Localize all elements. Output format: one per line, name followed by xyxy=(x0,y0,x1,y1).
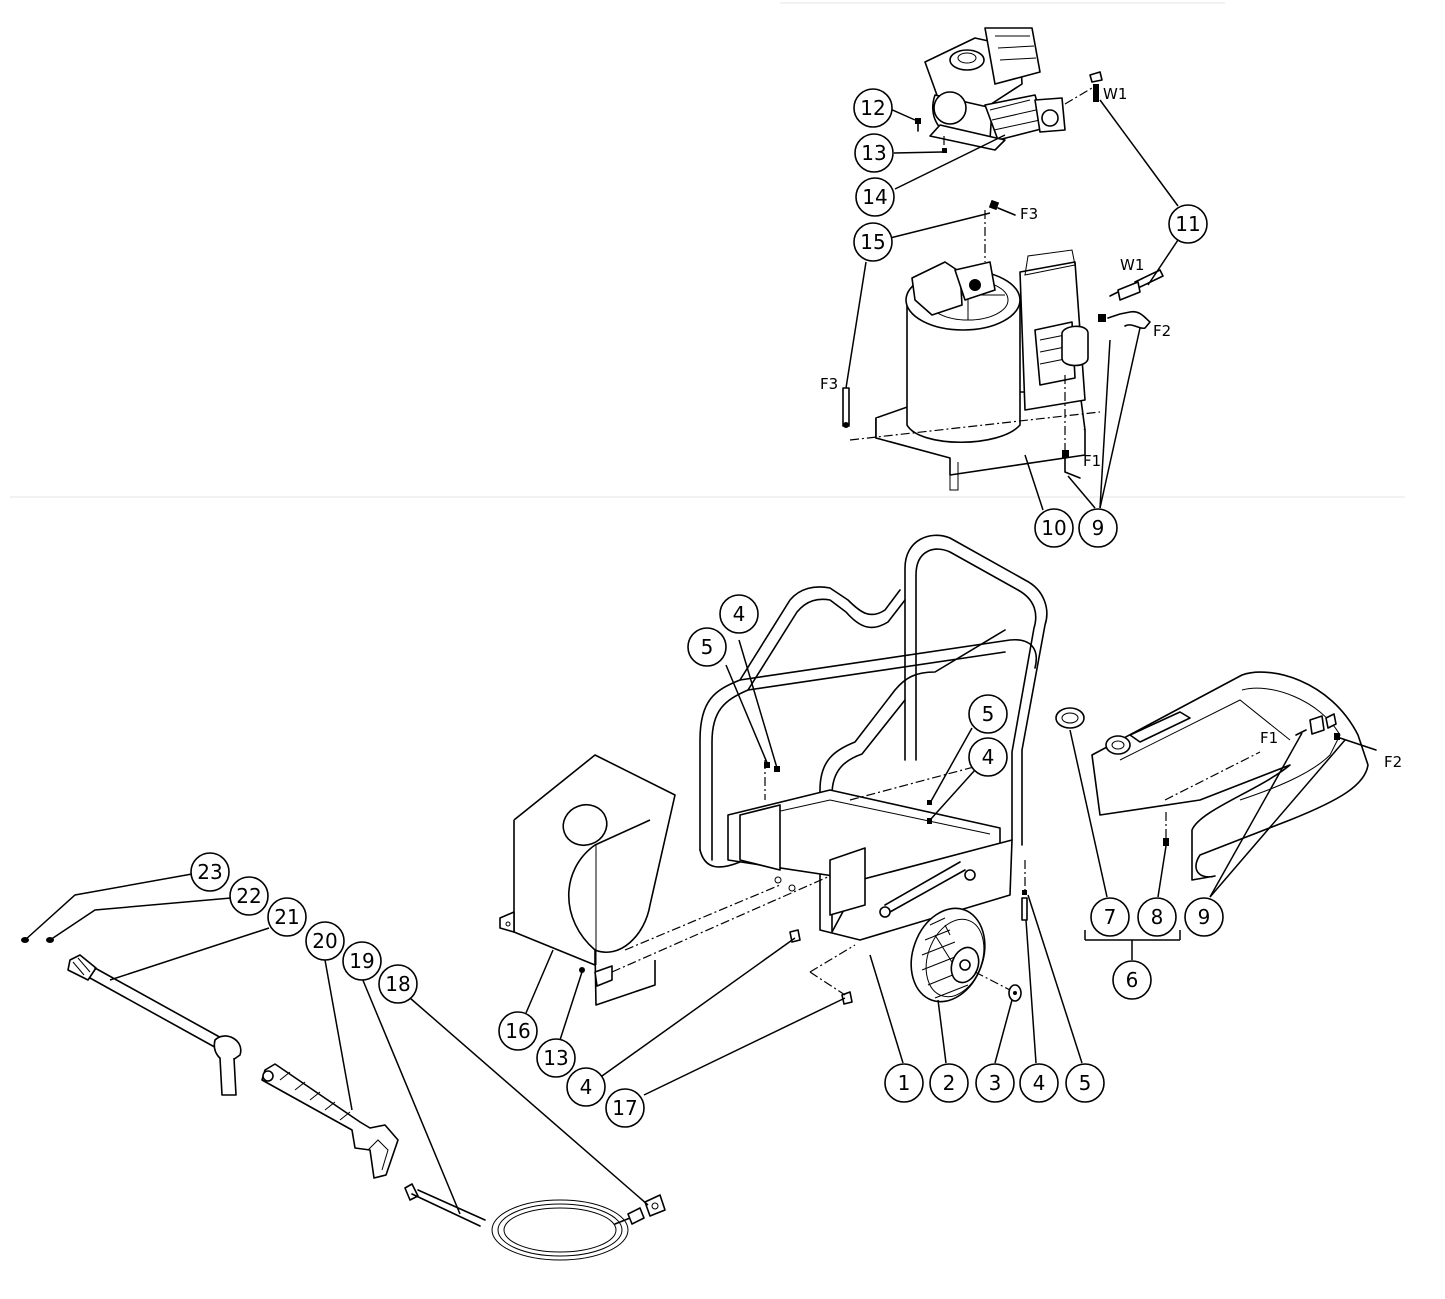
wheel-cap-3 xyxy=(1008,984,1022,1002)
engine-pump-assembly xyxy=(924,27,1093,151)
balloon-4-upper-left: 4 xyxy=(719,594,759,634)
tag-f3-left: F3 xyxy=(820,375,838,393)
balloon-label: 6 xyxy=(1126,968,1139,992)
balloon-5-upper-left: 5 xyxy=(687,627,727,667)
guard-cover xyxy=(499,754,831,1006)
balloon-label: 19 xyxy=(349,949,374,973)
heater-tank xyxy=(905,261,1021,444)
balloon-label: 10 xyxy=(1041,516,1066,540)
balloon-label: 2 xyxy=(943,1071,956,1095)
balloon-label: 7 xyxy=(1104,905,1117,929)
balloon-4-upper-right: 4 xyxy=(968,737,1008,777)
balloon-3: 3 xyxy=(975,1063,1015,1103)
tag-f1-right: F1 xyxy=(1260,729,1278,747)
balloon-label: 9 xyxy=(1092,516,1105,540)
fitting-w1-top xyxy=(1089,71,1103,102)
tag-f1-top: F1 xyxy=(1083,452,1101,470)
balloon-6: 6 xyxy=(1112,960,1152,1000)
burner-housing xyxy=(1019,249,1089,411)
balloon-label: 13 xyxy=(543,1046,568,1070)
balloon-11: 11 xyxy=(1168,204,1208,244)
balloon-label: 1 xyxy=(898,1071,911,1095)
bolt-4-5-lower-right xyxy=(1021,860,1028,921)
balloon-4-guard: 4 xyxy=(566,1067,606,1107)
fuel-tank xyxy=(1091,671,1377,881)
balloon-label: 4 xyxy=(982,745,995,769)
balloon-20: 20 xyxy=(305,921,345,961)
tube-f3-left xyxy=(842,387,1101,441)
balloon-21: 21 xyxy=(267,897,307,937)
balloon-9-lower: 9 xyxy=(1184,897,1224,937)
balloon-4-lower: 4 xyxy=(1019,1063,1059,1103)
tag-w1-top: W1 xyxy=(1103,85,1127,103)
tag-f2-right: F2 xyxy=(1384,753,1402,771)
balloon-label: 3 xyxy=(989,1071,1002,1095)
balloon-15: 15 xyxy=(853,222,893,262)
balloon-8: 8 xyxy=(1137,897,1177,937)
fuel-cap-7 xyxy=(1055,707,1085,729)
balloon-label: 12 xyxy=(860,96,885,120)
balloon-label: 17 xyxy=(612,1096,637,1120)
tag-w1-mid: W1 xyxy=(1120,256,1144,274)
bolt-4-5-upper-left xyxy=(764,762,780,772)
balloon-9-top: 9 xyxy=(1078,508,1118,548)
balloon-5-lower: 5 xyxy=(1065,1063,1105,1103)
tag-f2-top: F2 xyxy=(1153,322,1171,340)
balloon-label: 16 xyxy=(505,1019,530,1043)
fitting-w1-mid xyxy=(1109,269,1164,301)
balloon-18: 18 xyxy=(378,964,418,1004)
balloon-1: 1 xyxy=(884,1063,924,1103)
balloon-label: 4 xyxy=(1033,1071,1046,1095)
balloon-5-upper-right: 5 xyxy=(968,694,1008,734)
tag-f3-top: F3 xyxy=(1020,205,1038,223)
balloon-label: 5 xyxy=(982,702,995,726)
balloon-label: 5 xyxy=(1079,1071,1092,1095)
balloon-16: 16 xyxy=(498,1011,538,1051)
balloon-19: 19 xyxy=(342,941,382,981)
balloon-label: 18 xyxy=(385,972,410,996)
balloon-12: 12 xyxy=(853,88,893,128)
balloon-23: 23 xyxy=(190,852,230,892)
balloon-13-top: 13 xyxy=(854,133,894,173)
balloon-label: 8 xyxy=(1151,905,1164,929)
fitting-f3-top xyxy=(984,199,1016,262)
balloon-label: 21 xyxy=(274,905,299,929)
balloon-label: 15 xyxy=(860,230,885,254)
balloon-17: 17 xyxy=(605,1088,645,1128)
balloon-label: 11 xyxy=(1175,212,1200,236)
frame-cart xyxy=(699,534,1048,941)
balloon-13-lower: 13 xyxy=(536,1038,576,1078)
wheel xyxy=(910,907,1011,1003)
bolt-12 xyxy=(915,118,921,132)
balloon-label: 22 xyxy=(236,884,261,908)
balloon-label: 4 xyxy=(580,1075,593,1099)
leader-lines xyxy=(24,99,1346,1215)
balloon-22: 22 xyxy=(229,876,269,916)
fitting-f1-top xyxy=(1062,375,1081,479)
nut-13-top xyxy=(942,136,947,153)
tube-f2 xyxy=(1098,310,1151,330)
balloon-10: 10 xyxy=(1034,508,1074,548)
balloon-7: 7 xyxy=(1090,897,1130,937)
balloon-label: 4 xyxy=(733,602,746,626)
balloon-label: 5 xyxy=(701,635,714,659)
balloon-label: 14 xyxy=(862,185,887,209)
gun-20 xyxy=(261,1063,399,1179)
balloon-label: 20 xyxy=(312,929,337,953)
balloon-label: 13 xyxy=(861,141,886,165)
hose-19 xyxy=(404,1183,645,1261)
quick-coupler-18 xyxy=(644,1194,666,1217)
wand-21 xyxy=(67,954,242,1096)
balloon-14: 14 xyxy=(855,177,895,217)
bolt-17 xyxy=(809,944,856,1005)
balloon-label: 9 xyxy=(1198,905,1211,929)
balloon-2: 2 xyxy=(929,1063,969,1103)
fuel-fitting-8 xyxy=(1163,812,1169,846)
balloon-label: 23 xyxy=(197,860,222,884)
